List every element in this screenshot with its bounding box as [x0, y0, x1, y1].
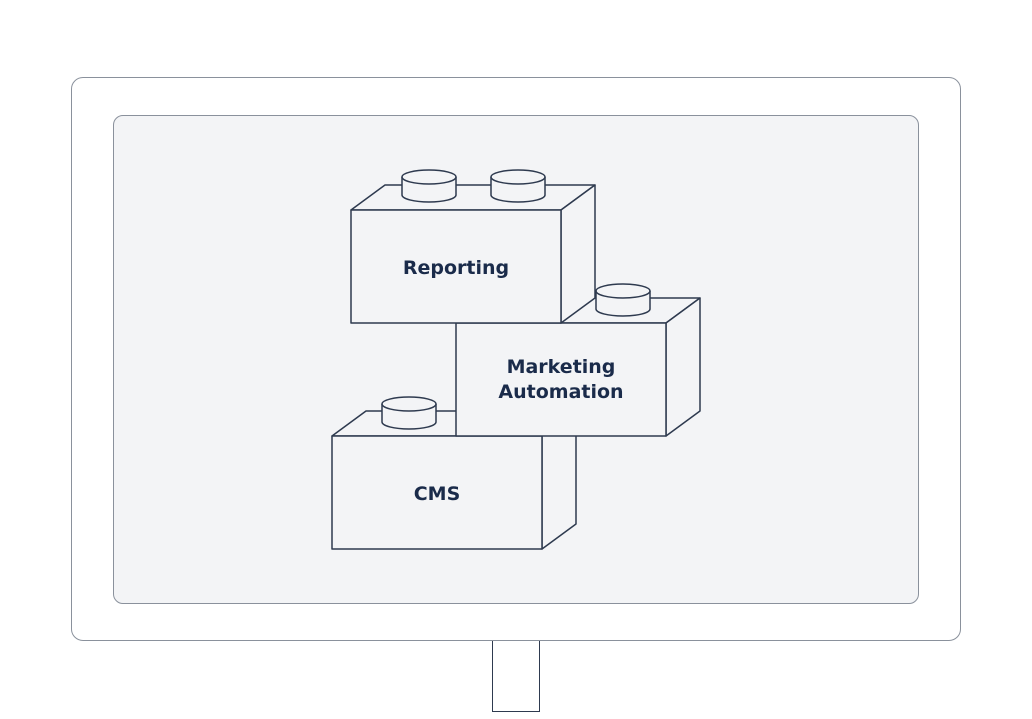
block-cms-front: [331, 435, 543, 550]
block-marketing-automation-label-line1: Marketing: [507, 356, 616, 378]
block-cms-stud: [381, 396, 437, 430]
block-reporting-side: [560, 184, 596, 324]
block-reporting-label: Reporting: [403, 257, 509, 279]
block-reporting-stud-2: [490, 169, 546, 203]
block-marketing-automation-label-line2: Automation: [498, 381, 623, 403]
block-marketing-automation-stud: [595, 283, 651, 317]
block-reporting-top: [350, 184, 596, 211]
block-reporting-front: [350, 209, 562, 324]
block-reporting-stud-1: [401, 169, 457, 203]
block-marketing-automation-side: [665, 297, 701, 437]
block-marketing-automation: [455, 283, 701, 437]
block-marketing-automation-front: [455, 322, 667, 437]
block-cms-label: CMS: [414, 483, 461, 505]
block-reporting: [350, 169, 596, 324]
monitor-stand: [492, 641, 540, 712]
